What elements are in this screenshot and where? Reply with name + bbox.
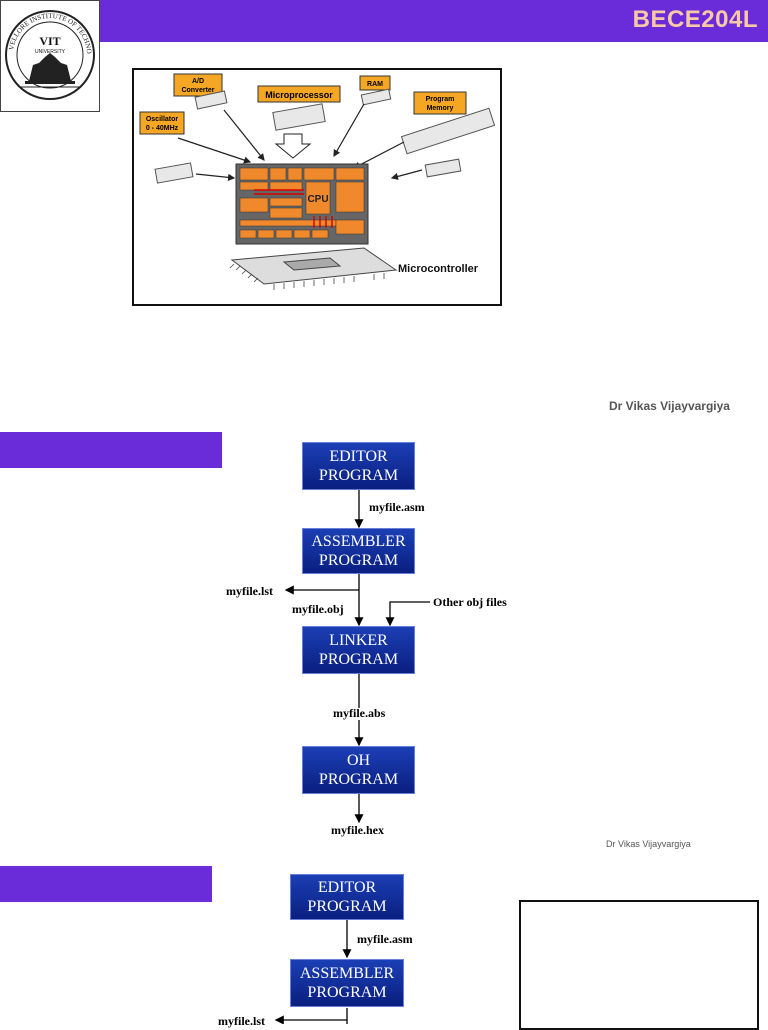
- label-microprocessor: Microprocessor: [265, 90, 333, 100]
- label-cpu: CPU: [307, 194, 328, 205]
- label-osc-freq: 0 - 40MHz: [146, 125, 179, 132]
- assembler-program-box: ASSEMBLER PROGRAM: [290, 959, 404, 1007]
- label-memory: Memory: [427, 105, 454, 112]
- flowchart-connectors: [284, 490, 430, 824]
- box-line: PROGRAM: [307, 898, 387, 915]
- slide-header-bar: [0, 0, 768, 42]
- slide-title-ribbon: [0, 432, 222, 468]
- file-label-obj: myfile.obj: [292, 602, 344, 616]
- box-line: PROGRAM: [318, 467, 399, 484]
- linker-program-box: LINKER PROGRAM: [302, 626, 415, 674]
- vit-seal-icon: VELLORE INSTITUTE OF TECHNOLOGY VIT UNIV…: [0, 0, 95, 100]
- label-microcontroller: Microcontroller: [398, 263, 479, 275]
- logo-main-text: VIT: [39, 34, 60, 48]
- box-line: OH: [346, 752, 371, 769]
- label-converter: Converter: [181, 87, 214, 94]
- author-credit: Dr Vikas Vijayvargiya: [606, 839, 691, 849]
- box-line: PROGRAM: [307, 984, 387, 1001]
- file-label-lst: myfile.lst: [226, 584, 273, 598]
- label-program: Program: [426, 96, 455, 103]
- logo-sub-text: UNIVERSITY: [35, 49, 66, 55]
- box-line: EDITOR: [329, 448, 388, 465]
- file-label-lst: myfile.lst: [218, 1014, 265, 1028]
- box-line: ASSEMBLER: [311, 533, 406, 550]
- box-line: PROGRAM: [318, 771, 399, 788]
- editor-program-box: EDITOR PROGRAM: [302, 442, 415, 490]
- file-label-abs: myfile.abs: [333, 706, 386, 720]
- box-line: PROGRAM: [318, 651, 399, 668]
- label-ad: A/D: [192, 78, 204, 85]
- assembler-program-box: ASSEMBLER PROGRAM: [302, 528, 415, 574]
- box-line: LINKER: [329, 632, 388, 649]
- course-code: BECE204L: [632, 6, 758, 33]
- label-oscillator: Oscillator: [146, 116, 179, 123]
- empty-text-box: [519, 900, 759, 1030]
- file-label-hex: myfile.hex: [331, 823, 384, 837]
- file-label-other-obj: Other obj files: [433, 595, 507, 609]
- flowchart-connectors: [274, 920, 352, 1024]
- oh-program-box: OH PROGRAM: [302, 746, 415, 794]
- label-ram: RAM: [367, 81, 383, 88]
- author-credit: Dr Vikas Vijayvargiya: [609, 399, 730, 413]
- file-label-asm: myfile.asm: [369, 500, 425, 514]
- box-line: EDITOR: [317, 879, 377, 896]
- vit-logo: VELLORE INSTITUTE OF TECHNOLOGY VIT UNIV…: [0, 0, 100, 112]
- box-line: PROGRAM: [318, 552, 399, 569]
- microcontroller-figure: A/D Converter Microprocessor RAM Program…: [132, 68, 502, 306]
- microcontroller-diagram: A/D Converter Microprocessor RAM Program…: [139, 73, 496, 290]
- box-line: ASSEMBLER: [299, 965, 395, 982]
- file-label-asm: myfile.asm: [357, 932, 413, 946]
- editor-program-box: EDITOR PROGRAM: [290, 874, 404, 920]
- slide-title-ribbon: [0, 866, 212, 902]
